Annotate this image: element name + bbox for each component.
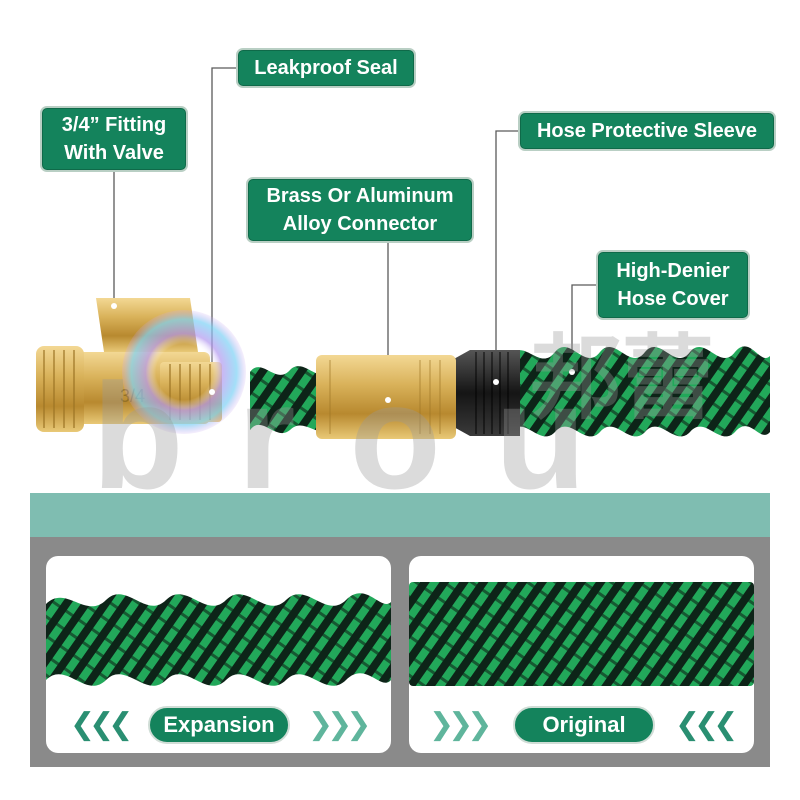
section-divider-band — [30, 493, 770, 537]
brand-watermark-cjk: 邦蕾 — [530, 325, 714, 432]
callout-leakproof-seal: Leakproof Seal — [236, 48, 416, 88]
original-panel: ❯❯❯ Original ❮❮❮ — [409, 556, 754, 753]
chevrons-left-icon: ❮❮❮ — [675, 707, 738, 742]
brand-watermark: b r o u — [92, 352, 592, 490]
hose-hero-illustration: 3/4 b r o u 邦蕾 — [36, 67, 770, 490]
callout-leader-lines — [113, 67, 596, 400]
expanded-hose-image — [46, 593, 391, 686]
callout-brass-connector: Brass Or Aluminum Alloy Connector — [246, 177, 474, 243]
chevrons-left-icon: ❮❮❮ — [70, 707, 133, 742]
hose-protective-sleeve — [452, 350, 520, 436]
brass-connector — [316, 355, 456, 439]
callout-fitting-with-valve: 3/4” Fitting With Valve — [40, 106, 188, 172]
hose-body — [250, 366, 332, 434]
callout-high-denier-cover: High-Denier Hose Cover — [596, 250, 750, 320]
expansion-label: Expansion — [148, 706, 290, 744]
expansion-panel: ❮❮❮ Expansion ❯❯❯ — [46, 556, 391, 753]
leakproof-seal-ring — [122, 310, 246, 434]
original-hose-image — [409, 582, 754, 686]
chevrons-right-icon: ❯❯❯ — [429, 707, 492, 742]
chevrons-right-icon: ❯❯❯ — [308, 707, 371, 742]
original-label: Original — [513, 706, 655, 744]
callout-hose-protective-sleeve: Hose Protective Sleeve — [518, 111, 776, 151]
